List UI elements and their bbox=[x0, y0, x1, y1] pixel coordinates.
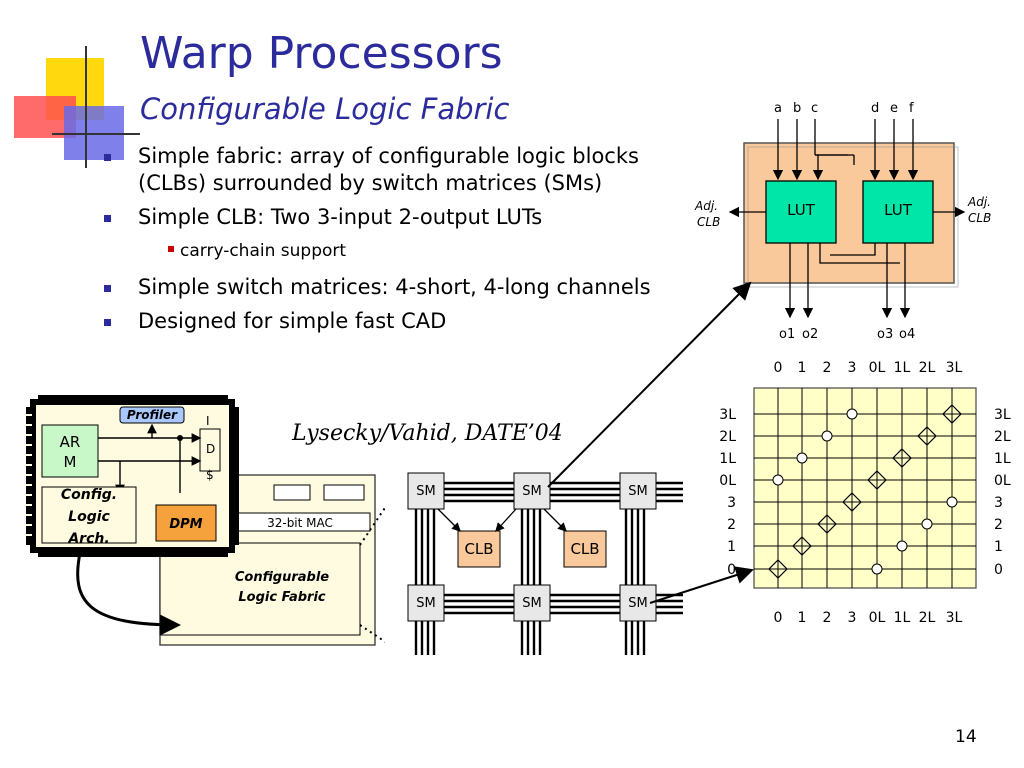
sm-block bbox=[513, 584, 551, 622]
col-label: 3 bbox=[848, 610, 857, 626]
bullet-list: Simple fabric: array of configurable log… bbox=[100, 143, 660, 342]
col-label: 2 bbox=[823, 360, 832, 376]
clb-block bbox=[457, 530, 501, 568]
page-number: 14 bbox=[955, 727, 977, 747]
row-label: 0L bbox=[994, 473, 1011, 489]
col-label: 3L bbox=[946, 360, 963, 376]
bullet-item: Simple switch matrices: 4-short, 4-long … bbox=[100, 274, 660, 301]
cache-label: $ bbox=[206, 468, 214, 482]
row-label: 2 bbox=[727, 517, 736, 533]
mac-label: 32-bit MAC bbox=[267, 516, 333, 530]
adj-clb-left: Adj. bbox=[694, 199, 718, 213]
input-label: d bbox=[871, 101, 879, 116]
lut-label: LUT bbox=[884, 201, 913, 219]
row-label: 2L bbox=[719, 429, 736, 445]
lut-block bbox=[862, 180, 934, 244]
slide-title: Warp Processors bbox=[140, 28, 503, 79]
col-label: 0L bbox=[869, 610, 886, 626]
input-label: e bbox=[890, 101, 898, 116]
adj-clb-right: Adj. bbox=[967, 195, 991, 209]
adj-clb-left: CLB bbox=[697, 215, 720, 229]
cache-box bbox=[199, 428, 221, 472]
profiler-label: Profiler bbox=[127, 408, 178, 422]
row-label: 3L bbox=[994, 407, 1011, 423]
row-label: 1L bbox=[719, 451, 736, 467]
fabric-label: Logic Fabric bbox=[238, 590, 326, 605]
row-label: 0 bbox=[727, 562, 736, 578]
row-label: 2L bbox=[994, 429, 1011, 445]
col-label: 1L bbox=[894, 360, 911, 376]
input-label: c bbox=[811, 101, 818, 116]
arm-label: M bbox=[64, 453, 77, 471]
row-label: 0 bbox=[994, 562, 1003, 578]
row-label: 3 bbox=[994, 495, 1003, 511]
sm-label: SM bbox=[522, 484, 541, 499]
lut-block bbox=[765, 180, 837, 244]
adj-clb-right: CLB bbox=[968, 211, 991, 225]
sm-block bbox=[407, 472, 445, 510]
input-label: a bbox=[774, 101, 782, 116]
col-label: 1 bbox=[798, 360, 807, 376]
lut-label: LUT bbox=[787, 201, 816, 219]
cache-label: D bbox=[206, 442, 215, 456]
warp-chip-diagram: 32-bit MAC Configurable Logic Fabric Pro… bbox=[26, 395, 385, 646]
output-label: o4 bbox=[899, 327, 915, 342]
citation: Lysecky/Vahid, DATE’04 bbox=[292, 421, 563, 446]
clb-detail-diagram: a b c d e f LUT LUT Adj. CLB Adj. CLB o1… bbox=[694, 101, 991, 342]
sub-bullet-item: carry-chain support bbox=[100, 238, 660, 265]
config-label: Logic bbox=[68, 509, 110, 525]
decorative-corner-graphic bbox=[14, 46, 140, 168]
row-label: 2 bbox=[994, 517, 1003, 533]
col-label: 3 bbox=[848, 360, 857, 376]
col-label: 0 bbox=[774, 360, 783, 376]
fabric-label: Configurable bbox=[235, 570, 329, 585]
col-label: 2 bbox=[823, 610, 832, 626]
switch-matrix-diagram: 0 1 2 3 0L 1L 2L 3L 0 1 2 3 0L 1L 2L 3L … bbox=[719, 360, 1011, 626]
bullet-item: Designed for simple fast CAD bbox=[100, 308, 660, 335]
sm-label: SM bbox=[416, 484, 435, 499]
output-label: o3 bbox=[877, 327, 893, 342]
sm-block bbox=[513, 472, 551, 510]
sm-label: SM bbox=[522, 596, 541, 611]
sm-grid bbox=[753, 387, 977, 589]
col-label: 0L bbox=[869, 360, 886, 376]
config-logic-box bbox=[41, 486, 137, 544]
config-label: Arch. bbox=[67, 531, 109, 547]
sm-label: SM bbox=[628, 484, 647, 499]
row-label: 3 bbox=[727, 495, 736, 511]
slide-subtitle: Configurable Logic Fabric bbox=[140, 92, 510, 126]
fabric-array-diagram: SM SM SM SM SM SM CLB CLB bbox=[407, 472, 683, 655]
arm-label: AR bbox=[60, 433, 81, 451]
row-label: 1 bbox=[994, 539, 1003, 555]
output-label: o1 bbox=[779, 327, 795, 342]
row-label: 3L bbox=[719, 407, 736, 423]
profiler-box bbox=[119, 406, 185, 424]
col-label: 0 bbox=[774, 610, 783, 626]
sm-block bbox=[407, 584, 445, 622]
clb-label: CLB bbox=[464, 540, 493, 558]
row-label: 0L bbox=[719, 473, 736, 489]
config-label: Config. bbox=[61, 487, 117, 503]
arm-box bbox=[41, 424, 99, 478]
clb-block bbox=[563, 530, 607, 568]
fabric-box bbox=[159, 542, 361, 636]
col-label: 1L bbox=[894, 610, 911, 626]
col-label: 2L bbox=[919, 610, 936, 626]
clb-label: CLB bbox=[570, 540, 599, 558]
col-label: 1 bbox=[798, 610, 807, 626]
row-label: 1L bbox=[994, 451, 1011, 467]
input-label: f bbox=[909, 101, 914, 116]
sm-label: SM bbox=[628, 596, 647, 611]
col-label: 2L bbox=[919, 360, 936, 376]
output-label: o2 bbox=[802, 327, 818, 342]
row-label: 1 bbox=[727, 539, 736, 555]
dpm-label: DPM bbox=[169, 517, 202, 532]
col-label: 3L bbox=[946, 610, 963, 626]
sm-label: SM bbox=[416, 596, 435, 611]
input-label: b bbox=[793, 101, 801, 116]
dpm-box bbox=[155, 504, 217, 542]
cache-label: I bbox=[206, 414, 210, 428]
bullet-item: Simple fabric: array of configurable log… bbox=[100, 143, 660, 197]
bullet-item: Simple CLB: Two 3-input 2-output LUTs bbox=[100, 204, 660, 231]
